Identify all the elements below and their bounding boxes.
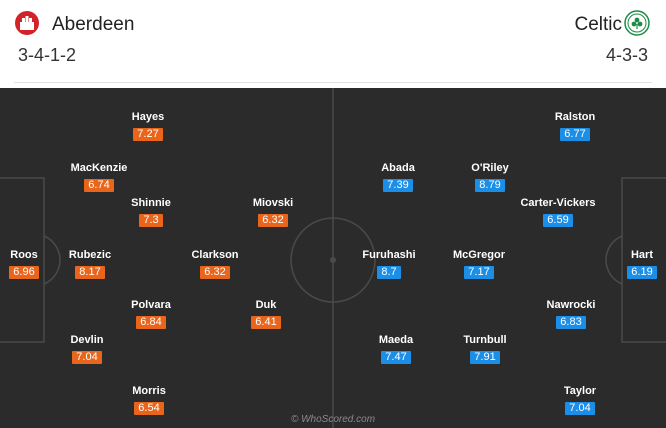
- player-abada[interactable]: Abada 7.39: [343, 161, 453, 193]
- player-devlin[interactable]: Devlin 7.04: [32, 333, 142, 365]
- player-rating: 8.7: [377, 266, 401, 279]
- player-rating: 8.17: [75, 266, 105, 279]
- watermark: © WhoScored.com: [290, 414, 376, 425]
- player-rating: 7.04: [72, 351, 102, 364]
- player-name: Nawrocki: [546, 299, 596, 311]
- player-rating: 6.32: [200, 266, 230, 279]
- player-polvara[interactable]: Polvara 6.84: [96, 298, 206, 330]
- player-rubezic[interactable]: Rubezic 8.17: [35, 248, 145, 280]
- player-name: Shinnie: [131, 197, 171, 209]
- player-rating: 6.32: [258, 214, 288, 227]
- home-team-name[interactable]: Aberdeen: [52, 14, 135, 35]
- player-rating: 7.91: [470, 351, 500, 364]
- player-name: Hayes: [131, 111, 165, 123]
- pitch: Roos 6.96 Hayes 7.27 MacKenzie 6.74 Shin…: [0, 88, 666, 428]
- player-name: Furuhashi: [362, 249, 416, 261]
- player-name: Abada: [381, 162, 415, 174]
- player-rating: 6.74: [84, 179, 114, 192]
- player-rating: 6.19: [627, 266, 657, 279]
- player-shinnie[interactable]: Shinnie 7.3: [96, 196, 206, 228]
- player-rating: 6.41: [251, 316, 281, 329]
- pitch-markings: [0, 88, 666, 428]
- player-name: Rubezic: [68, 249, 112, 261]
- player-duk[interactable]: Duk 6.41: [211, 298, 321, 330]
- home-formation: 3-4-1-2: [18, 45, 77, 65]
- player-rating: 6.59: [543, 214, 573, 227]
- player-name: Miovski: [252, 197, 294, 209]
- away-formation: 4-3-3: [605, 45, 648, 65]
- player-name: Turnbull: [463, 334, 507, 346]
- player-nawrocki[interactable]: Nawrocki 6.83: [516, 298, 626, 330]
- player-name: MacKenzie: [70, 162, 128, 174]
- player-name: McGregor: [453, 249, 505, 261]
- player-name: Polvara: [131, 299, 171, 311]
- player-furuhashi[interactable]: Furuhashi 8.7: [334, 248, 444, 280]
- player-name: Ralston: [554, 111, 596, 123]
- match-header: Aberdeen 3-4-1-2 Celtic 4-3-3: [0, 0, 666, 84]
- player-hayes[interactable]: Hayes 7.27: [93, 110, 203, 142]
- player-rating: 7.27: [133, 128, 163, 141]
- player-rating: 7.04: [565, 402, 595, 415]
- away-team-name[interactable]: Celtic: [574, 14, 622, 35]
- player-oriley[interactable]: O'Riley 8.79: [435, 161, 545, 193]
- player-rating: 6.54: [134, 402, 164, 415]
- player-rating: 6.96: [9, 266, 39, 279]
- player-rating: 7.39: [383, 179, 413, 192]
- player-ralston[interactable]: Ralston 6.77: [520, 110, 630, 142]
- player-rating: 7.17: [464, 266, 494, 279]
- player-miovski[interactable]: Miovski 6.32: [218, 196, 328, 228]
- player-rating: 6.83: [556, 316, 586, 329]
- player-name: Hart: [630, 249, 653, 261]
- celtic-crest-icon: [624, 10, 650, 36]
- player-rating: 6.84: [136, 316, 166, 329]
- player-mcgregor[interactable]: McGregor 7.17: [424, 248, 534, 280]
- player-name: Morris: [132, 385, 166, 397]
- player-mackenzie[interactable]: MacKenzie 6.74: [44, 161, 154, 193]
- player-name: Devlin: [70, 334, 104, 346]
- player-rating: 8.79: [475, 179, 505, 192]
- player-rating: 7.47: [381, 351, 411, 364]
- player-roos[interactable]: Roos 6.96: [0, 248, 79, 280]
- player-name: Taylor: [563, 385, 597, 397]
- header-divider: [14, 82, 652, 83]
- player-name: Carter-Vickers: [520, 197, 596, 209]
- player-name: Maeda: [378, 334, 414, 346]
- player-taylor[interactable]: Taylor 7.04: [525, 384, 635, 416]
- player-name: O'Riley: [471, 162, 509, 174]
- player-maeda[interactable]: Maeda 7.47: [341, 333, 451, 365]
- player-clarkson[interactable]: Clarkson 6.32: [160, 248, 270, 280]
- player-carter-vickers[interactable]: Carter-Vickers 6.59: [503, 196, 613, 228]
- aberdeen-crest-icon: [15, 11, 39, 35]
- player-name: Duk: [255, 299, 277, 311]
- player-rating: 6.77: [560, 128, 590, 141]
- player-name: Roos: [10, 249, 38, 261]
- player-hart[interactable]: Hart 6.19: [587, 248, 666, 280]
- player-rating: 7.3: [139, 214, 163, 227]
- player-morris[interactable]: Morris 6.54: [94, 384, 204, 416]
- player-name: Clarkson: [191, 249, 239, 261]
- player-turnbull[interactable]: Turnbull 7.91: [430, 333, 540, 365]
